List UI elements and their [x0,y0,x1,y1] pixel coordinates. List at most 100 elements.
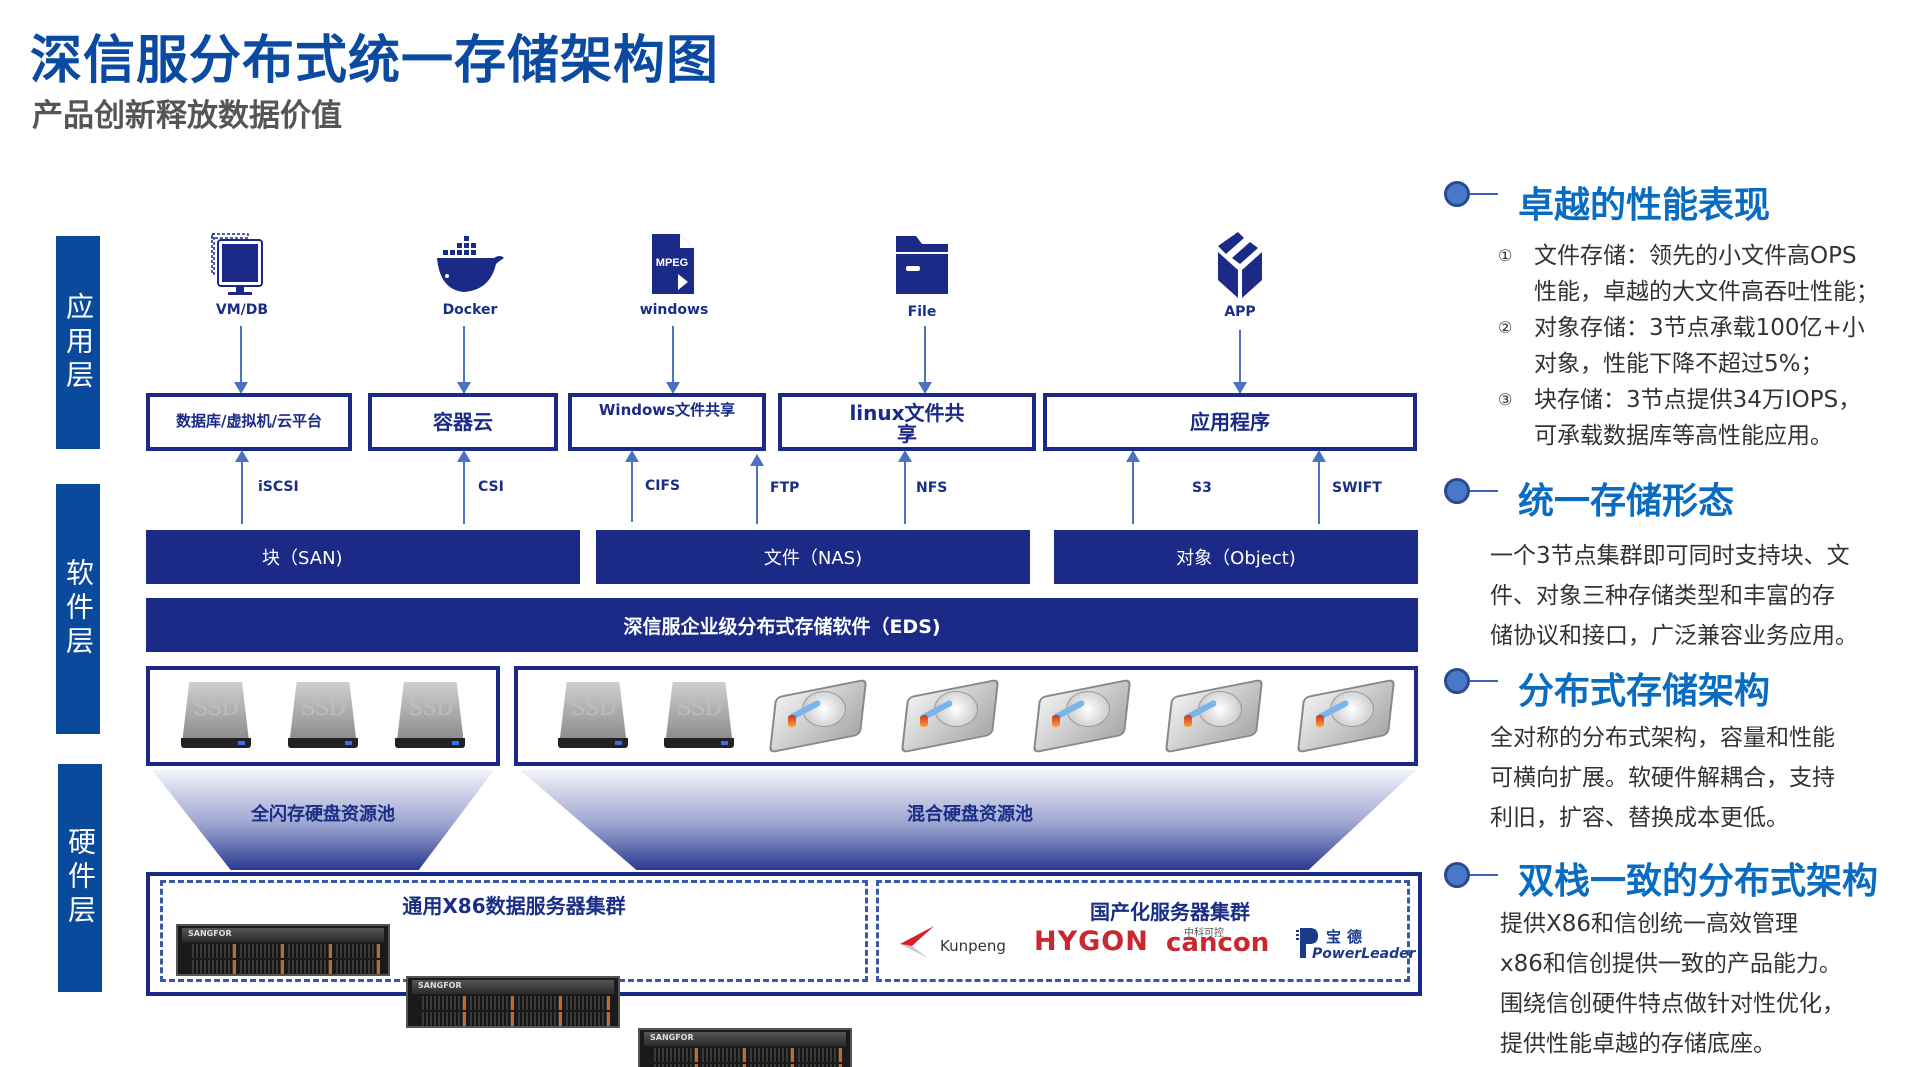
icon-caption: VM/DB [215,302,269,318]
docker-app [434,232,506,302]
eds-software-band: 深信服企业级分布式存储软件（EDS) [146,598,1418,652]
flash-pool-label: 全闪存硬盘资源池 [251,804,395,825]
cube-app-icon [1218,232,1262,298]
feature-title: 卓越的性能表现 [1518,185,1771,226]
bullet-dot-icon [1444,181,1470,207]
protocol-label: CSI [478,479,504,495]
item-number: ① [1498,246,1513,265]
layer-tab-software: 软件层 [56,484,100,734]
domestic-cluster-box [876,880,1410,982]
arrow-up [1126,450,1140,524]
arrow-down [918,326,932,394]
folder-icon [896,236,948,294]
powerleader-logo-cn: 宝德 [1326,928,1369,946]
arrow-up [898,450,912,524]
domestic-cluster-title: 国产化服务器集群 [1090,900,1250,924]
server-icon: SANGFOR [638,1028,852,1067]
item-number: ③ [1498,390,1513,409]
flash-pool-box: SSD SSD SSD [146,666,500,766]
protocol-label: S3 [1192,480,1212,496]
feature-title: 双栈一致的分布式架构 [1518,861,1879,902]
arrow-down [666,326,680,394]
hdd-icon [1294,677,1398,755]
cancon-logo: cancon [1166,928,1270,958]
protocol-label: SWIFT [1332,480,1382,496]
ssd-icon: SSD [177,682,255,750]
feature-text-line: 文件存储：领先的小文件高OPS [1534,243,1857,269]
bullet-line [1470,193,1498,195]
feature-distributed-text: 全对称的分布式架构，容量和性能 可横向扩展。软硬件解耦合，支持 利旧，扩容、替换… [1490,718,1835,838]
feature-title: 分布式存储架构 [1518,671,1771,712]
bullet-dot-icon [1444,862,1470,888]
protocol-label: CIFS [645,478,681,494]
app-box-linux-share: linux文件共享 [778,393,1036,451]
app-app [1212,228,1268,304]
feature-title: 统一存储形态 [1518,481,1735,522]
block-san-band: 块（SAN) [146,530,580,584]
feature-text-line: 可横向扩展。软硬件解耦合，支持 [1490,765,1835,791]
arrow-up [235,450,249,524]
app-box-windows-share: Windows文件共享 [568,393,766,451]
feature-text-line: x86和信创提供一致的产品能力。 [1500,951,1842,977]
feature-bullet [1444,181,1498,207]
arrow-up [750,454,764,524]
layer-tab-application: 应用层 [56,236,100,449]
powerleader-mark-icon [1296,928,1318,958]
hdd-icon [766,677,870,755]
hdd-icon [898,677,1002,755]
feature-unified-text: 一个3节点集群即可同时支持块、文 件、对象三种存储类型和丰富的存 储协议和接口，… [1490,536,1858,656]
protocol-label: NFS [916,480,948,496]
feature-text-line: 对象，性能下降不超过5%； [1534,351,1824,377]
powerleader-logo-en: PowerLeader [1312,946,1416,962]
feature-dual-stack-text: 提供X86和信创统一高效管理 x86和信创提供一致的产品能力。 围绕信创硬件特点… [1500,904,1845,1064]
icon-caption: File [907,304,937,320]
server-icon: SANGFOR [176,924,390,976]
ssd-icon: SSD [284,682,362,750]
hdd-icon [1030,677,1134,755]
hybrid-pool-funnel [520,770,1416,870]
x86-cluster-title: 通用X86数据服务器集群 [402,894,626,918]
feature-text-line: 块存储：3节点提供34万IOPS， [1534,387,1862,413]
powerleader-mark [1296,926,1320,964]
page-subtitle: 产品创新释放数据价值 [32,98,342,134]
kunpeng-mark-icon [900,926,934,958]
layer-tab-hardware: 硬件层 [58,764,102,992]
feature-text-line: 利旧，扩容、替换成本更低。 [1490,805,1789,831]
app-box-container-cloud: 容器云 [368,393,558,451]
feature-text-line: 全对称的分布式架构，容量和性能 [1490,725,1835,751]
layer-label: 应用层 [62,291,95,394]
bullet-dot-icon [1444,478,1470,504]
feature-text-line: 可承载数据库等高性能应用。 [1534,423,1833,449]
mpeg-file-icon: MPEG [652,234,694,294]
arrow-down [234,326,248,394]
feature-bullet [1444,478,1498,504]
ssd-icon: SSD [660,682,738,750]
feature-text-line: 储协议和接口，广泛兼容业务应用。 [1490,623,1858,649]
arrow-up [1312,450,1326,524]
icon-caption: Docker [442,302,498,318]
app-box-db-vm-cloud: 数据库/虚拟机/云平台 [146,393,352,451]
feature-text-line: 对象存储：3节点承载100亿+小 [1534,315,1865,341]
arrow-up [457,450,471,524]
windows-app: MPEG [650,232,696,302]
docker-icon [437,236,504,292]
svg-text:MPEG: MPEG [656,257,688,269]
bullet-line [1470,874,1498,876]
ssd-icon: SSD [554,682,632,750]
icon-caption: APP [1224,304,1256,320]
ssd-icon: SSD [391,682,469,750]
arrow-down [1233,330,1247,394]
protocol-label: FTP [770,480,800,496]
feature-text-line: 提供X86和信创统一高效管理 [1500,911,1799,937]
vm-db-app [200,232,270,302]
kunpeng-logo [898,924,938,964]
layer-label: 软件层 [62,558,95,660]
hygon-logo: HYGON [1034,926,1149,957]
object-band: 对象（Object) [1054,530,1418,584]
file-nas-band: 文件（NAS) [596,530,1030,584]
feature-text-line: 一个3节点集群即可同时支持块、文 [1490,543,1850,569]
app-box-application: 应用程序 [1043,393,1417,451]
bullet-dot-icon [1444,668,1470,694]
protocol-label: iSCSI [258,479,299,495]
